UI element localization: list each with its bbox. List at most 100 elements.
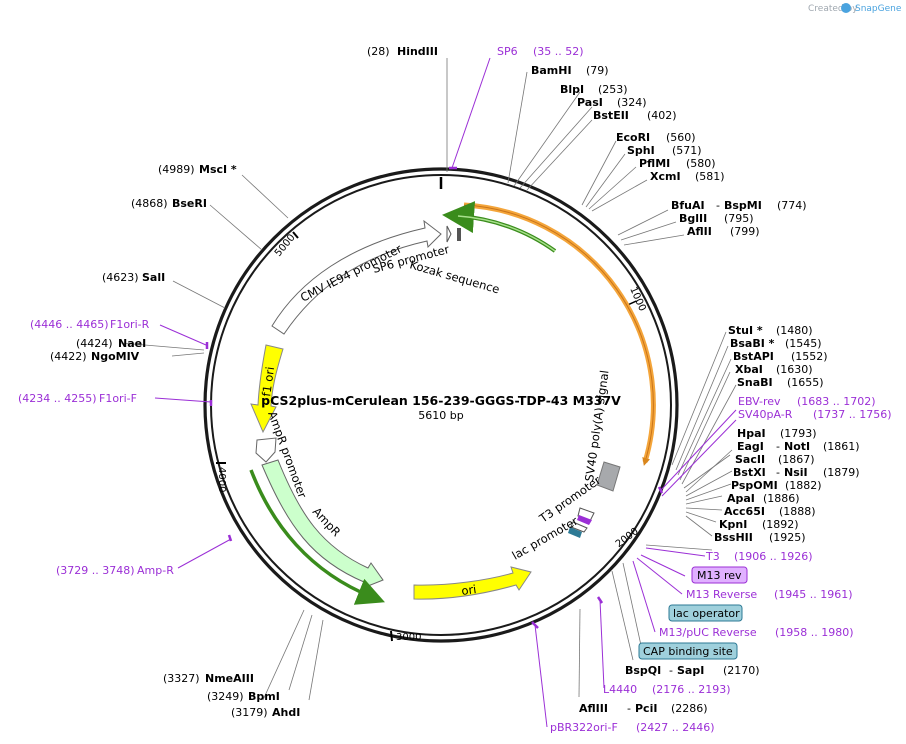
site-acc65i[interactable]: Acc65I (1888) [724,505,816,518]
cap-binding-mark [568,527,582,538]
svg-text:M13/pUC Reverse: M13/pUC Reverse [659,626,757,639]
primer-t3[interactable]: T3 (1906 .. 1926) [705,550,813,563]
svg-text:Amp-R: Amp-R [137,564,174,577]
svg-text:PspOMI: PspOMI [731,479,778,492]
primer-pbr322ori-f[interactable]: pBR322ori-F (2427 .. 2446) [550,721,715,734]
svg-text:AhdI: AhdI [272,706,300,719]
svg-text:BlpI: BlpI [560,83,584,96]
svg-text:BspQI: BspQI [625,664,661,677]
svg-text:(4422): (4422) [50,350,87,363]
site-bspqi-sapi[interactable]: BspQI - SapI (2170) [625,664,760,677]
svg-text:-: - [776,440,780,453]
svg-text:BstEII: BstEII [593,109,629,122]
primer-amp-r[interactable]: (3729 .. 3748) Amp-R [56,564,174,577]
svg-text:XcmI: XcmI [650,170,681,183]
svg-text:(1545): (1545) [785,337,822,350]
site-bstapi[interactable]: BstAPI (1552) [733,350,828,363]
ampr-arrow [261,459,384,589]
svg-text:-: - [669,664,673,677]
svg-text:(799): (799) [730,225,760,238]
svg-text:(1861): (1861) [823,440,860,453]
site-pasi[interactable]: PasI (324) [577,96,647,109]
primer-sp6[interactable]: SP6 (35 .. 52) [497,45,584,58]
site-bglii[interactable]: BglII (795) [679,212,754,225]
svg-text:XbaI: XbaI [735,363,763,376]
svg-text:(1958 .. 1980): (1958 .. 1980) [775,626,854,639]
site-xbai[interactable]: XbaI (1630) [735,363,813,376]
svg-text:(35 .. 52): (35 .. 52) [533,45,584,58]
site-hpai[interactable]: HpaI (1793) [737,427,817,440]
svg-text:SalI: SalI [142,271,165,284]
feature-lac-operator-box[interactable]: lac operator [668,604,743,622]
svg-text:EBV-rev: EBV-rev [738,395,781,408]
site-sali[interactable]: (4623) SalI [102,271,165,284]
svg-text:HindIII: HindIII [397,45,438,58]
svg-text:(1480): (1480) [776,324,813,337]
tick-4000: 4000 [216,467,227,492]
site-naei[interactable]: (4424) NaeI [76,337,146,350]
site-bsteii[interactable]: BstEII (402) [593,109,677,122]
site-pspomi[interactable]: PspOMI (1882) [731,479,822,492]
svg-text:StuI *: StuI * [728,324,763,337]
primer-m13-puc-reverse[interactable]: M13/pUC Reverse (1958 .. 1980) [659,626,854,639]
sp6-promoter-mark [446,225,452,243]
svg-text:(774): (774) [777,199,807,212]
svg-text:SphI: SphI [627,144,655,157]
primer-m13-rev-box[interactable]: M13 rev [691,566,748,584]
site-bamhi[interactable]: BamHI (79) [531,64,609,77]
site-bfuai-bspmi[interactable]: BfuAI - BspMI (774) [671,199,807,212]
site-eagi-noti[interactable]: EagI - NotI (1861) [737,440,860,453]
site-kpni[interactable]: KpnI (1892) [719,518,799,531]
svg-text:M13 Reverse: M13 Reverse [686,588,757,601]
site-hindiii[interactable]: (28) HindIII [367,45,438,58]
primer-sv40pa-r[interactable]: SV40pA-R (1737 .. 1756) [738,408,892,421]
site-snabi[interactable]: SnaBI (1655) [737,376,824,389]
svg-text:NgoMIV: NgoMIV [91,350,140,363]
site-msci[interactable]: (4989) MscI * [158,163,237,176]
primer-m13-reverse[interactable]: M13 Reverse (1945 .. 1961) [686,588,853,601]
site-xcmi[interactable]: XcmI (581) [650,170,725,183]
insert-orange-arc [463,202,656,463]
primer-f1ori-f[interactable]: (4234 .. 4255) F1ori-F [18,392,137,405]
site-bseri[interactable]: (4868) BseRI [131,197,207,210]
primer-ebv-rev[interactable]: EBV-rev (1683 .. 1702) [738,395,876,408]
site-sphi[interactable]: SphI (571) [627,144,702,157]
f1-ori-label: f1 ori [259,366,277,398]
cmv-promoter-label: CMV IE94 promoter [298,241,404,304]
site-nmeaiii[interactable]: (3327) NmeAIII [163,672,254,685]
site-bsabi[interactable]: BsaBI * (1545) [730,337,822,350]
site-pflmi[interactable]: PflMI (580) [639,157,716,170]
site-sacii[interactable]: SacII (1867) [735,453,815,466]
svg-text:NsiI: NsiI [784,466,808,479]
svg-text:PasI: PasI [577,96,603,109]
svg-text:SP6: SP6 [497,45,518,58]
site-ecori[interactable]: EcoRI (560) [616,131,696,144]
site-stui[interactable]: StuI * (1480) [728,324,813,337]
svg-text:(1552): (1552) [791,350,828,363]
leader-lines [120,58,737,701]
svg-text:(324): (324) [617,96,647,109]
svg-text:(4234 .. 4255): (4234 .. 4255) [18,392,97,405]
insert-green-arc [442,201,557,253]
lac-promoter-mark [570,521,588,533]
svg-text:(4989): (4989) [158,163,195,176]
site-blpi[interactable]: BlpI (253) [560,83,628,96]
site-ahdi[interactable]: (3179) AhdI [231,706,300,719]
svg-text:(571): (571) [672,144,702,157]
site-apai[interactable]: ApaI (1886) [727,492,800,505]
primer-f1ori-r[interactable]: (4446 .. 4465) F1ori-R [30,318,150,331]
site-bstxi-nsii[interactable]: BstXI - NsiI (1879) [733,466,860,479]
site-afliii-pcii[interactable]: AflIII - PciI (2286) [579,702,708,715]
svg-text:(1886): (1886) [763,492,800,505]
svg-text:Acc65I: Acc65I [724,505,765,518]
svg-text:(580): (580) [686,157,716,170]
svg-text:NmeAIII: NmeAIII [205,672,254,685]
feature-cap-binding-box[interactable]: CAP binding site [638,642,738,660]
site-ngomiv[interactable]: (4422) NgoMIV [50,350,140,363]
primer-l4440[interactable]: L4440 (2176 .. 2193) [603,683,731,696]
site-bpmi[interactable]: (3249) BpmI [207,690,280,703]
site-aflii[interactable]: AflII (799) [687,225,760,238]
site-bsshii[interactable]: BssHII (1925) [714,531,806,544]
svg-text:BglII: BglII [679,212,707,225]
